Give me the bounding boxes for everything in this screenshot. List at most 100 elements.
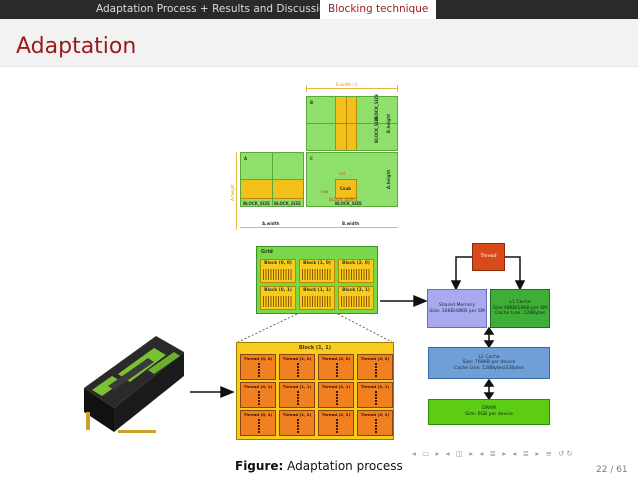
matrix-b-label: B [310, 100, 314, 105]
nav-section-adaptation[interactable]: Adaptation Process + Results and Discuss… [96, 3, 333, 15]
grid-block-label: Block (1, 1) [303, 288, 331, 293]
l2-to-dram-head-down [483, 392, 495, 401]
gpu-card-front [114, 352, 184, 432]
thread-label: Thread (2, 1) [321, 384, 351, 389]
grid-block-label: Block (0, 1) [264, 288, 292, 293]
matrix-a-vline [272, 153, 273, 206]
grid-title: Grid [261, 249, 273, 255]
matrix-c-label: C [310, 156, 313, 161]
block-panel: Block (1, 1) Thread (0, 0) Thread (1, 0)… [236, 342, 394, 440]
thread-label: Thread (0, 1) [243, 384, 273, 389]
thread-cell: Thread (0, 0) [240, 354, 276, 380]
thread-wave [297, 391, 299, 406]
grid-block-label: Block (2, 1) [342, 288, 370, 293]
gpu-card-image [84, 336, 184, 433]
gpu-card-accent-left [92, 376, 122, 396]
thread-cell: Thread (1, 0) [279, 354, 315, 380]
nav-section-blocking[interactable]: Blocking technique [320, 0, 437, 19]
warp-lines [263, 296, 293, 307]
thread-wave [258, 419, 260, 434]
warp-lines [263, 269, 293, 280]
bs-minus-label: BLOCK_SIZE-1 [329, 197, 358, 202]
dram-size: Size: 6GB per device [465, 412, 513, 417]
dram-title: DRAM [482, 406, 496, 412]
thread-cell: Thread (2, 0) [318, 354, 354, 380]
thread-label: Thread (3, 1) [360, 384, 390, 389]
grid-block: Block (2, 1) [338, 286, 374, 310]
thread-wave [297, 363, 299, 378]
grid-block: Block (0, 1) [260, 286, 296, 310]
thread-wave [297, 419, 299, 434]
matrix-b-hline [307, 123, 397, 124]
width-arrow-bottom [240, 227, 398, 228]
frame-title-bar: Adaptation [0, 19, 638, 67]
gpu-card-connector [118, 430, 156, 433]
thread-label: Thread (2, 2) [321, 412, 351, 417]
thread-wave [336, 419, 338, 434]
grid-block: Block (1, 1) [299, 286, 335, 310]
figure-caption: Figure: Adaptation process [235, 459, 403, 473]
zoom-line-right [337, 313, 393, 343]
grid-to-memory-arrowhead [413, 294, 428, 308]
thread-wave [258, 391, 260, 406]
grid-block-label: Block (0, 0) [264, 261, 292, 266]
width-arrow-top [306, 88, 398, 89]
caption-label: Figure: [235, 459, 284, 473]
thread-cell: Thread (2, 2) [318, 410, 354, 436]
thread-box: Thread [472, 243, 505, 271]
page-number: 22 / 61 [596, 465, 628, 475]
shared-memory-box: Shared Memory Size: 16KB/48KB per SM [427, 289, 487, 328]
grid-block: Block (1, 0) [299, 259, 335, 283]
l2-to-dram-head-up [483, 378, 495, 387]
thread-box-label: Thread [480, 254, 497, 260]
matrix-a-bs2: BLOCK_SIZE [274, 201, 301, 206]
thread-to-l1-head [514, 280, 526, 291]
grid-block-label: Block (1, 0) [303, 261, 331, 266]
gpu-card-vent [108, 358, 154, 390]
l1-cache-line: Cache Line: 128Bytes [495, 311, 545, 317]
thread-label: Thread (0, 0) [243, 356, 273, 361]
thread-cell: Thread (2, 1) [318, 382, 354, 408]
thread-cell: Thread (3, 2) [357, 410, 393, 436]
thread-label: Thread (1, 1) [282, 384, 312, 389]
matrix-c-bs: BLOCK_SIZE [335, 201, 362, 206]
row-label: row [321, 189, 329, 194]
thread-cell: Thread (0, 2) [240, 410, 276, 436]
matrix-a: A BLOCK_SIZE BLOCK_SIZE [240, 152, 304, 207]
grid-block-label: Block (2, 0) [342, 261, 370, 266]
grid-block: Block (0, 0) [260, 259, 296, 283]
caption-text: Adaptation process [287, 459, 403, 473]
height-arrow-left [236, 152, 237, 230]
grid-panel: Grid Block (0, 0) Block (1, 0) Block (2,… [256, 246, 378, 314]
block-title: Block (1, 1) [298, 345, 332, 351]
l1-to-l2-head-down [483, 340, 495, 349]
l2-cache-box: L2 Cache Size: 768KB per device Cache Li… [428, 347, 550, 379]
a-width-label: A.width [262, 221, 280, 226]
warp-lines [341, 296, 371, 307]
thread-cell: Thread (1, 2) [279, 410, 315, 436]
b-width-label: B.width [342, 221, 360, 226]
warp-lines [302, 296, 332, 307]
matrix-b: B BLOCK_SIZE BLOCK_SIZE B.height [306, 94, 398, 151]
matrix-a-label: A [244, 156, 248, 161]
gpu-card-side [84, 388, 114, 432]
thread-wave [258, 363, 260, 378]
col-label: col [339, 171, 345, 176]
section-navbar: Adaptation Process + Results and Discuss… [0, 0, 638, 19]
l1-cache-size: Size:48KB/16KB per SM [493, 305, 547, 311]
thread-cell: Thread (0, 1) [240, 382, 276, 408]
beamer-navigation-symbols[interactable]: ◂ ▭ ▸ ◂ ◫ ▸ ◂ ≣ ▸ ◂ ≣ ▸ ≡ ↺↻ [412, 449, 575, 458]
thread-to-shared [455, 256, 472, 282]
matrix-c: C Csub col row BLOCK_SIZE-1 BLOCK_SIZE A… [306, 152, 398, 207]
frame-title: Adaptation [16, 34, 137, 59]
thread-label: Thread (2, 0) [321, 356, 351, 361]
l1-to-l2-head-up [483, 326, 495, 335]
thread-wave [375, 391, 377, 406]
warp-lines [302, 269, 332, 280]
width-top-label: B.width / 2 [336, 82, 358, 87]
l2-cache-line: Cache Line: 128Bytes/32Bytes [453, 365, 525, 371]
thread-label: Thread (3, 2) [360, 412, 390, 417]
l2-cache-size: Size: 768KB per device [462, 360, 516, 366]
width-tick-left [306, 85, 307, 92]
